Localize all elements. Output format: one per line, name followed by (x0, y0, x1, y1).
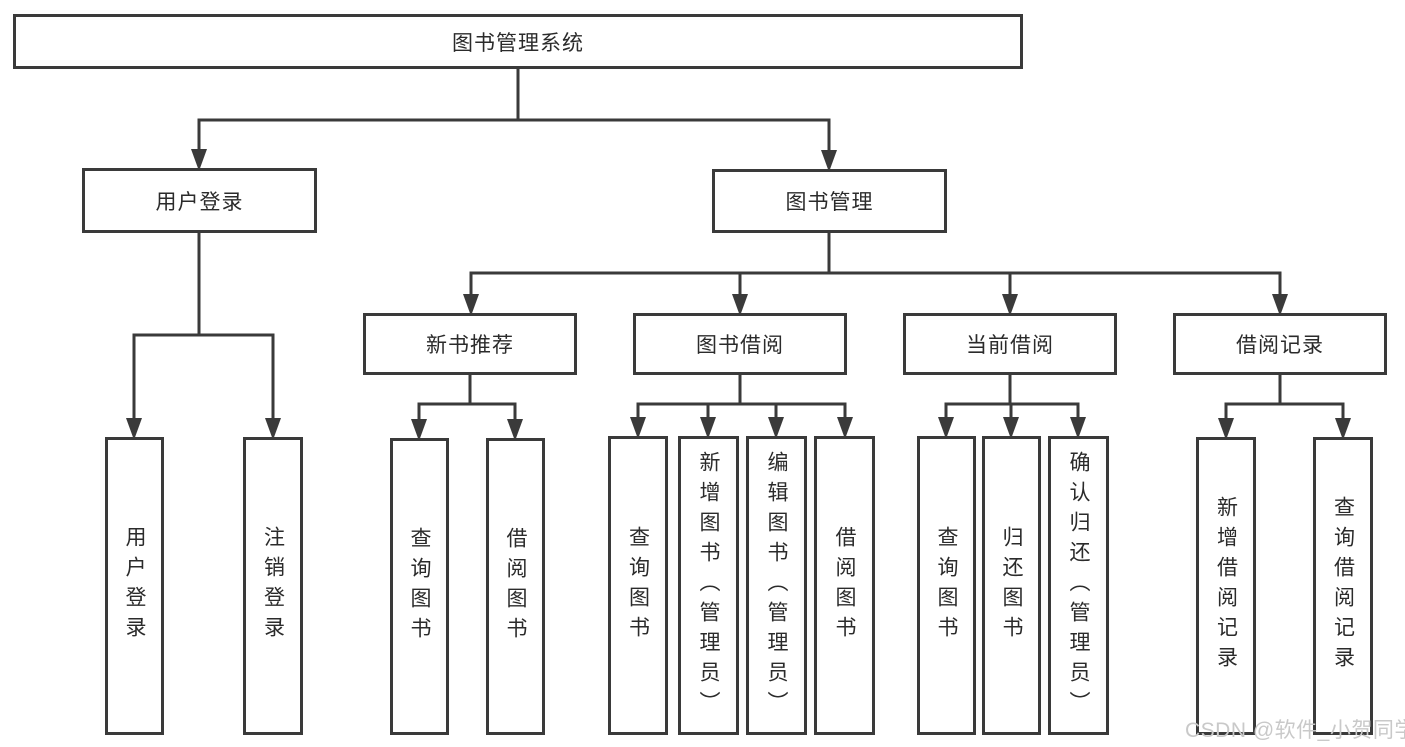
node-root-system: 图书管理系统 (13, 14, 1023, 69)
leaf-edit-book-admin: 编辑图书（管理员） (746, 436, 807, 735)
leaf-logout: 注销登录 (243, 437, 303, 735)
leaf-query-books-recommend: 查询图书 (390, 438, 449, 735)
leaf-borrow-books-recommend: 借阅图书 (486, 438, 545, 735)
leaf-user-login: 用户登录 (105, 437, 164, 735)
node-user-login-module: 用户登录 (82, 168, 317, 233)
leaf-add-borrow-record: 新增借阅记录 (1196, 437, 1256, 735)
leaf-query-borrow-record: 查询借阅记录 (1313, 437, 1373, 735)
leaf-add-book-admin: 新增图书（管理员） (678, 436, 739, 735)
arrow-heads (126, 149, 1351, 441)
node-book-management-module: 图书管理 (712, 169, 947, 233)
node-book-borrowing: 图书借阅 (633, 313, 847, 375)
leaf-return-books: 归还图书 (982, 436, 1041, 735)
leaf-query-books-current: 查询图书 (917, 436, 976, 735)
csdn-watermark: CSDN @软件_小贺同学 (1185, 719, 1405, 742)
node-new-book-recommendation: 新书推荐 (363, 313, 577, 375)
node-current-borrowing: 当前借阅 (903, 313, 1117, 375)
leaf-borrow-books: 借阅图书 (814, 436, 875, 735)
leaf-query-books-borrow: 查询图书 (608, 436, 668, 735)
leaf-confirm-return-admin: 确认归还（管理员） (1048, 436, 1109, 735)
node-borrowing-records: 借阅记录 (1173, 313, 1387, 375)
